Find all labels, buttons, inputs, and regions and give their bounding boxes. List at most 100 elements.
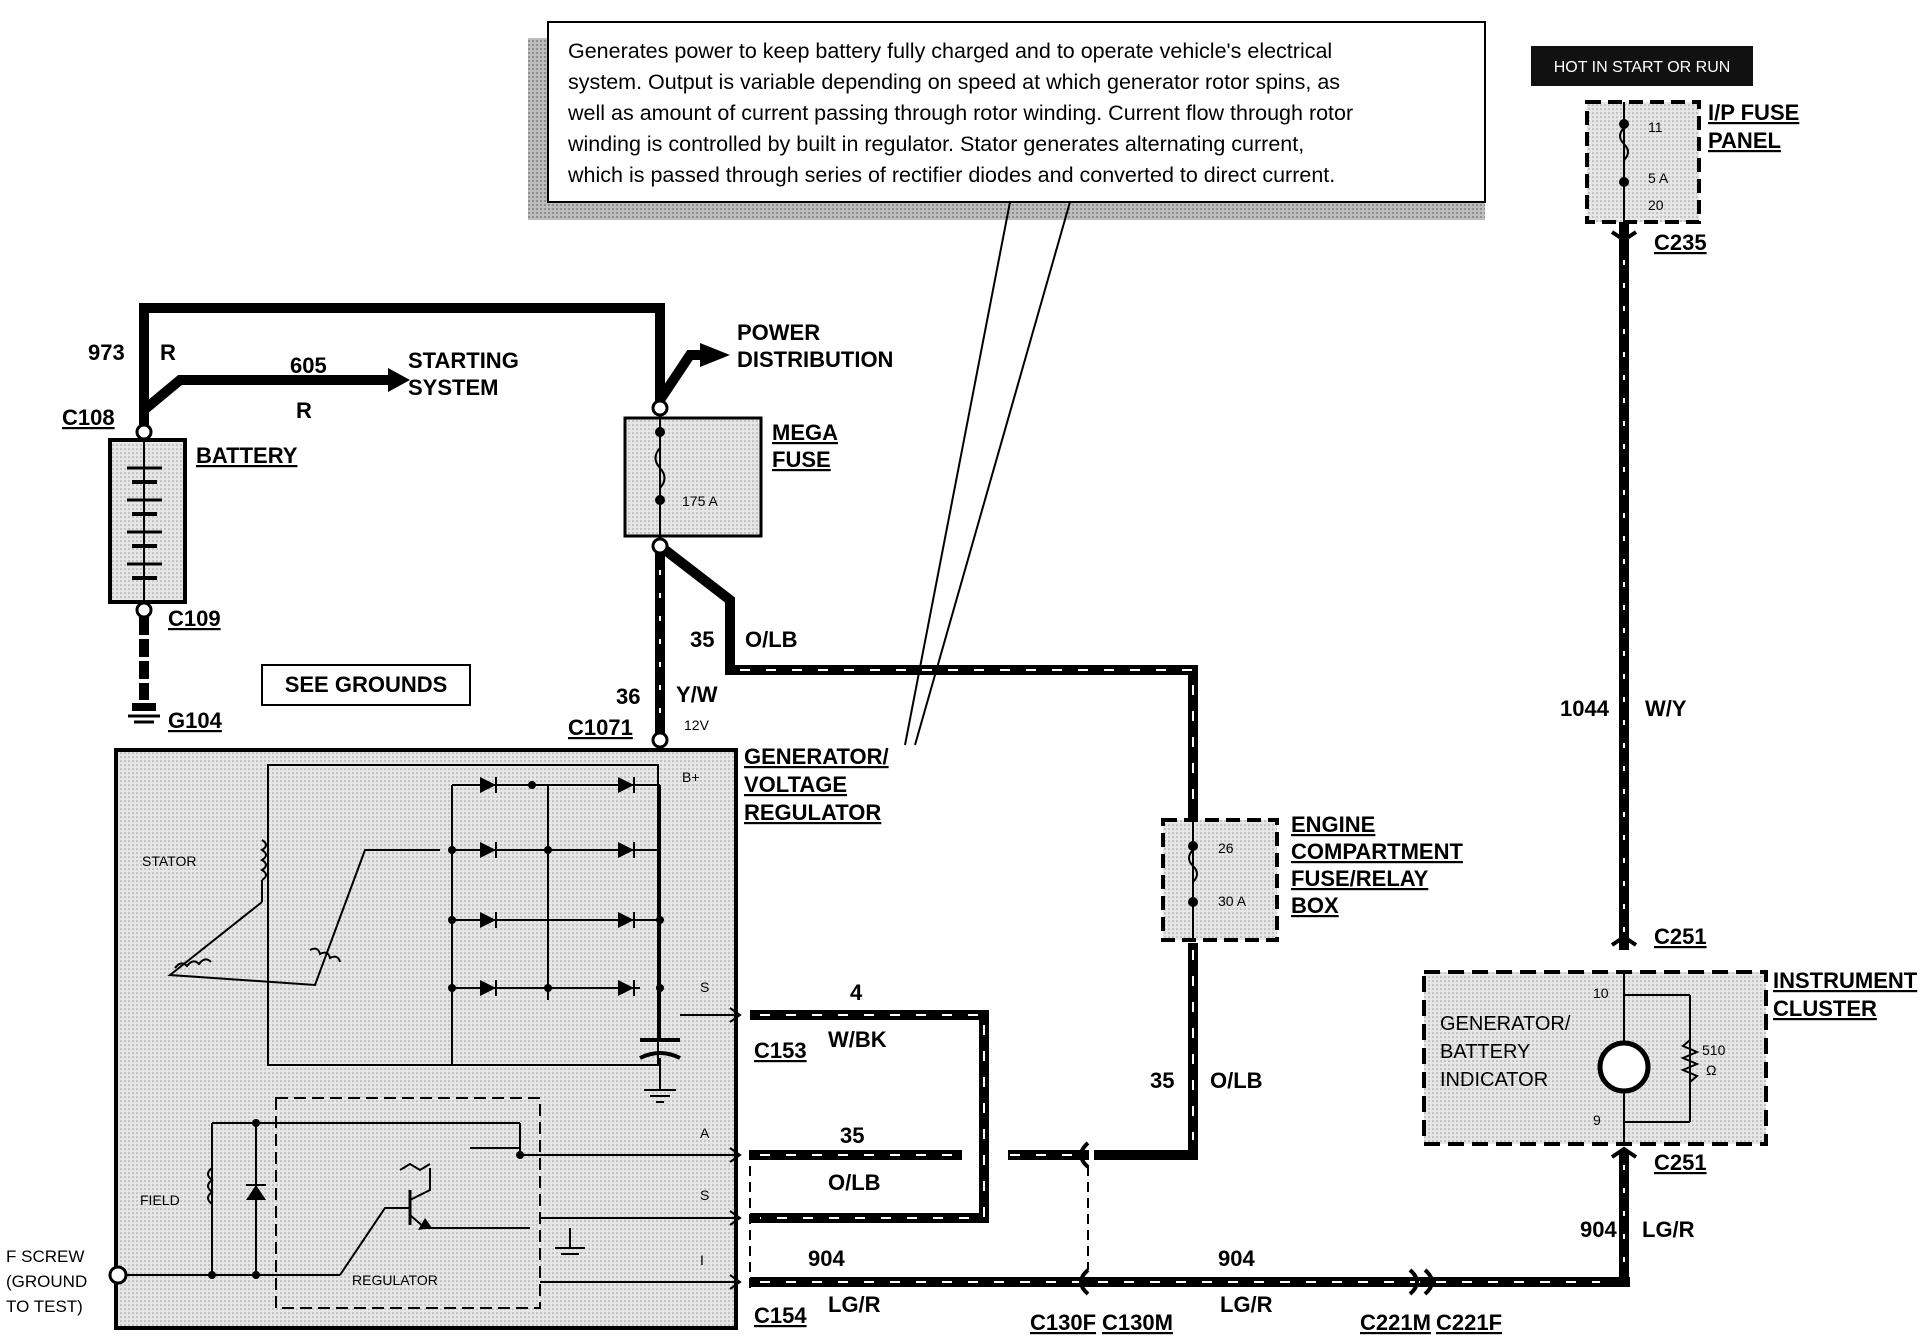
- connector-c251-bottom: C251: [1654, 1150, 1707, 1175]
- wire-color-lgr-c: LG/R: [1642, 1217, 1695, 1242]
- indicator-label-2: BATTERY: [1440, 1041, 1530, 1063]
- f-screw-label-3: TO TEST): [6, 1297, 83, 1316]
- ip-pin-11: 11: [1648, 119, 1663, 135]
- connector-c251-icon: [1610, 934, 1638, 947]
- mega-fuse-label-1: MEGA: [772, 420, 838, 445]
- circuit-35-c: 35: [1150, 1068, 1174, 1093]
- power-distribution-label-1: POWER: [737, 320, 820, 345]
- fuse-icon: [1619, 127, 1629, 161]
- instrument-cluster-label-2: CLUSTER: [1773, 996, 1877, 1021]
- see-grounds-button[interactable]: SEE GROUNDS: [261, 664, 471, 706]
- wire-35-top: 35 O/LB: [656, 542, 1198, 820]
- ip-fuse-panel-label-2: PANEL: [1708, 128, 1781, 153]
- indicator-label-3: INDICATOR: [1440, 1069, 1548, 1091]
- circuit-35-a: 35: [690, 627, 714, 652]
- ground-g104: G104: [168, 708, 223, 733]
- pin-9: 9: [1593, 1112, 1601, 1128]
- note-line-3: well as amount of current passing throug…: [567, 101, 1353, 125]
- field-diode-icon: [246, 1185, 266, 1200]
- wire-color-yw: Y/W: [676, 682, 718, 707]
- circuit-36: 36: [616, 684, 640, 709]
- generator-label-1: GENERATOR/: [744, 744, 889, 769]
- fuse-icon: [1188, 849, 1198, 883]
- pin-10: 10: [1593, 985, 1609, 1001]
- ip-fuse-rating: 5 A: [1648, 170, 1669, 186]
- wire-color-lgr-a: LG/R: [828, 1292, 881, 1317]
- wire-904-bottom: 904 LG/R C154 904 LG/R C130F C130M C221M…: [750, 1246, 1630, 1335]
- see-grounds-label: SEE GROUNDS: [285, 672, 448, 697]
- starting-system-label-1: STARTING: [408, 348, 519, 373]
- f-screw-terminal-icon: [108, 1265, 128, 1285]
- circuit-973: 973: [88, 340, 125, 365]
- wire-color-lgr-b: LG/R: [1220, 1292, 1273, 1317]
- connector-c235: C235: [1654, 230, 1707, 255]
- battery-label: BATTERY: [196, 443, 298, 468]
- voltage-12v: 12V: [684, 717, 710, 733]
- pin-s-1: S: [700, 979, 709, 995]
- wire-973: 973 R 605 R STARTING SYSTEM POWER DISTRI…: [88, 303, 893, 432]
- generator-voltage-regulator: GENERATOR/ VOLTAGE REGULATOR B+ STATOR F…: [6, 744, 889, 1330]
- connector-c130-icon: [1079, 1268, 1090, 1296]
- connector-c221-icon: [1408, 1268, 1419, 1296]
- description-callout: Generates power to keep battery fully ch…: [528, 21, 1486, 746]
- generator-label-3: REGULATOR: [744, 800, 881, 825]
- wire-color-olb-a: O/LB: [745, 627, 798, 652]
- instrument-cluster: INSTRUMENT CLUSTER GENERATOR/ BATTERY IN…: [1422, 968, 1918, 1146]
- regulator-label: REGULATOR: [352, 1272, 438, 1288]
- fuse-icon: [654, 447, 666, 489]
- resistor-icon: [1680, 1039, 1700, 1083]
- wire-color-r2: R: [296, 398, 312, 423]
- generator-label-2: VOLTAGE: [744, 772, 847, 797]
- connector-c154: C154: [754, 1303, 807, 1328]
- wire-1044: C235 1044 W/Y C251: [1560, 222, 1707, 950]
- wire-4-loop: 4 W/BK C153 35 O/LB: [750, 980, 989, 1223]
- engine-compartment-fuse-box: 26 30 A ENGINE COMPARTMENT FUSE/RELAY BO…: [1161, 812, 1463, 942]
- power-distribution-label-2: DISTRIBUTION: [737, 347, 893, 372]
- ecb-label-2: COMPARTMENT: [1291, 839, 1463, 864]
- circuit-1044: 1044: [1560, 696, 1610, 721]
- note-line-5: which is passed through series of rectif…: [567, 163, 1335, 187]
- wire-color-olb-c: O/LB: [1210, 1068, 1263, 1093]
- connector-c221m: C221M: [1360, 1310, 1431, 1335]
- connector-c109: C109: [168, 606, 221, 631]
- wire-36: 36 Y/W 12V C1071: [568, 553, 718, 749]
- note-line-4: winding is controlled by built in regula…: [567, 132, 1304, 156]
- ecb-fuse-rating: 30 A: [1218, 893, 1247, 909]
- wire-904-cluster: C251 904 LG/R: [1580, 1146, 1707, 1282]
- circuit-904-c: 904: [1580, 1217, 1617, 1242]
- stator-label: STATOR: [142, 853, 196, 869]
- ecb-label-1: ENGINE: [1291, 812, 1375, 837]
- connector-c251-top: C251: [1654, 924, 1707, 949]
- pin-a: A: [700, 1125, 710, 1141]
- pin-s-2: S: [700, 1187, 709, 1203]
- ecb-label-3: FUSE/RELAY: [1291, 866, 1429, 891]
- connector-c153: C153: [754, 1038, 807, 1063]
- f-screw-label-2: (GROUND: [6, 1272, 87, 1291]
- wire-color-olb-b: O/LB: [828, 1170, 881, 1195]
- circuit-4: 4: [850, 980, 863, 1005]
- rectifier-diode-icons: [480, 777, 635, 996]
- ip-pin-20: 20: [1648, 197, 1664, 213]
- ecb-pin-26: 26: [1218, 840, 1234, 856]
- arrow-to-power-distribution-icon: [700, 343, 730, 367]
- wire-color-wbk: W/BK: [828, 1027, 887, 1052]
- pin-b-plus: B+: [682, 769, 700, 785]
- connector-c1071: C1071: [568, 715, 633, 740]
- mega-fuse-label-2: FUSE: [772, 447, 831, 472]
- ecb-label-4: BOX: [1291, 893, 1339, 918]
- connector-c108: C108: [62, 405, 115, 430]
- circuit-605: 605: [290, 353, 327, 378]
- circuit-904-a: 904: [808, 1246, 845, 1271]
- connector-c130f: C130F: [1030, 1310, 1096, 1335]
- field-coil-icon: [207, 1167, 214, 1205]
- indicator-label-1: GENERATOR/: [1440, 1013, 1571, 1035]
- connector-c130m: C130M: [1102, 1310, 1173, 1335]
- note-line-2: system. Output is variable depending on …: [568, 70, 1340, 94]
- stator-coil-icon: [260, 839, 267, 881]
- f-screw-label-1: F SCREW: [6, 1247, 84, 1266]
- battery: C108 BATTERY C109 G104: [62, 405, 298, 733]
- wire-color-r1: R: [160, 340, 176, 365]
- starting-system-label-2: SYSTEM: [408, 375, 498, 400]
- wire-color-wy: W/Y: [1645, 696, 1687, 721]
